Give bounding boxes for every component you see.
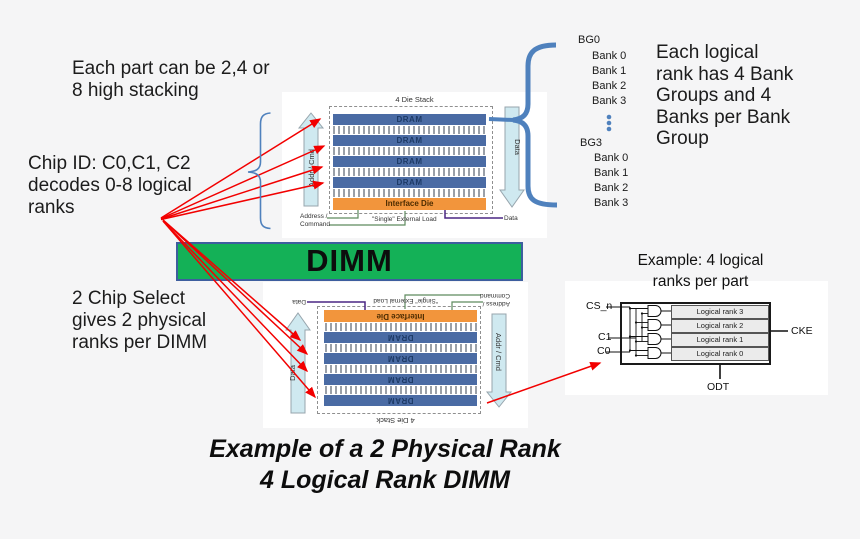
bg3-bank-item: Bank 0	[594, 152, 629, 164]
address-command-label-line1: Address /	[482, 300, 510, 307]
data-bus-label: Data	[292, 298, 306, 305]
addr-cmd-down-arrow	[485, 313, 513, 408]
tsv-bump-row	[324, 365, 477, 373]
c0-input-label: C0	[597, 345, 611, 357]
logical-rank-row: Logical rank 0	[671, 347, 769, 361]
slide-caption: Example of a 2 Physical Rank 4 Logical R…	[150, 434, 620, 496]
note-chip-select-line2: gives 2 physical	[72, 310, 207, 331]
bg3-bank-item: Bank 3	[594, 197, 629, 209]
top-die-stack-panel: 4 Die Stack DRAM DRAM DRAM DRAM Interfac…	[282, 92, 547, 238]
logical-rank-row: Logical rank 2	[671, 319, 769, 333]
data-up-arrow	[285, 312, 311, 414]
external-load-label: "Single" External Load	[372, 216, 437, 223]
bg0-bank-item: Bank 1	[592, 65, 627, 77]
logical-rank-row: Logical rank 3	[671, 305, 769, 319]
tsv-bump-row	[333, 168, 486, 176]
note-bank-groups: Each logical rank has 4 Bank Groups and …	[656, 42, 793, 150]
dram-die: DRAM	[333, 177, 486, 188]
addr-cmd-arrow-label: Addr / Cmd	[494, 333, 503, 371]
address-command-label: Address / Command	[300, 213, 330, 228]
die-stack-outline: DRAM DRAM DRAM DRAM Interface Die	[329, 106, 493, 214]
note-chip-id: Chip ID: C0,C1, C2 decodes 0-8 logical r…	[28, 153, 192, 219]
bg0-bank-item: Bank 2	[592, 80, 627, 92]
note-chip-select-line1: 2 Chip Select	[72, 288, 186, 309]
dram-die: DRAM	[333, 114, 486, 125]
csn-input-label: CS_n	[586, 300, 613, 312]
address-command-label-line2: Command	[480, 292, 510, 300]
note-bank-groups-line1: Each logical	[656, 42, 759, 63]
logic-example-heading-line2: ranks per part	[652, 273, 749, 290]
data-down-arrow	[499, 106, 525, 208]
bank-group-ellipsis	[606, 114, 612, 132]
die-stack-title: 4 Die Stack	[376, 416, 415, 425]
c1-input-label: C1	[598, 331, 612, 343]
cke-output-label: CKE	[791, 325, 813, 337]
addr-cmd-arrow-label: Addr / Cmd	[307, 149, 316, 187]
tsv-bump-row	[324, 344, 477, 352]
logical-rank-row: Logical rank 1	[671, 333, 769, 347]
address-command-label-line2: Command	[300, 220, 330, 228]
external-load-label: "Single" External Load	[373, 297, 438, 304]
tsv-bump-row	[333, 126, 486, 134]
dram-die: DRAM	[324, 353, 477, 364]
note-stacking: Each part can be 2,4 or 8 high stacking	[72, 58, 270, 102]
interface-die: Interface Die	[324, 310, 477, 322]
slide-caption-line2: 4 Logical Rank DIMM	[259, 466, 511, 494]
note-chip-select: 2 Chip Select gives 2 physical ranks per…	[72, 288, 207, 354]
address-command-label-line1: Address /	[300, 213, 328, 220]
note-chip-id-line2: decodes 0-8 logical	[28, 175, 192, 196]
slide-caption-line1: Example of a 2 Physical Rank	[209, 435, 561, 463]
bg0-bank-item: Bank 3	[592, 95, 627, 107]
tsv-bump-row	[324, 386, 477, 394]
die-stack-title: 4 Die Stack	[395, 95, 434, 104]
dram-die: DRAM	[324, 332, 477, 343]
left-brace	[247, 112, 271, 230]
bg3-bank-item: Bank 1	[594, 167, 629, 179]
dram-die: DRAM	[333, 135, 486, 146]
data-arrow-label: Data	[513, 139, 522, 156]
dram-die: DRAM	[324, 395, 477, 406]
note-chip-select-line3: ranks per DIMM	[72, 332, 208, 353]
rank-decoder-box: Logical rank 3 Logical rank 2 Logical ra…	[620, 302, 771, 365]
note-stacking-line1: Each part can be 2,4 or	[72, 58, 270, 79]
dram-die: DRAM	[324, 374, 477, 385]
note-bank-groups-line3: Groups and 4	[656, 85, 772, 106]
die-stack-outline: DRAM DRAM DRAM DRAM Interface Die	[317, 306, 481, 414]
odt-label: ODT	[707, 381, 730, 393]
bottom-die-stack-panel: 4 Die Stack DRAM DRAM DRAM DRAM Interfac…	[263, 282, 528, 428]
data-bus-label: Data	[504, 215, 518, 222]
bg3-bank-item: Bank 2	[594, 182, 629, 194]
dimm-bar: DIMM	[176, 242, 523, 281]
note-chip-id-line3: ranks	[28, 197, 75, 218]
address-command-label: Address / Command	[480, 292, 510, 308]
note-bank-groups-line5: Group	[656, 128, 709, 149]
note-stacking-line2: 8 high stacking	[72, 80, 199, 101]
bank-group-bg0-label: BG0	[578, 34, 601, 46]
bank-group-bg3-label: BG3	[580, 137, 603, 149]
tsv-bump-row	[333, 147, 486, 155]
dram-die: DRAM	[333, 156, 486, 167]
note-chip-id-line1: Chip ID: C0,C1, C2	[28, 153, 191, 174]
tsv-bump-row	[324, 323, 477, 331]
tsv-bump-row	[333, 189, 486, 197]
addr-cmd-up-arrow	[297, 112, 325, 207]
note-bank-groups-line4: Banks per Bank	[656, 106, 791, 128]
logic-example-heading-line1: Example: 4 logical	[637, 252, 764, 269]
note-bank-groups-line2: rank has 4 Bank	[656, 63, 794, 85]
bg0-bank-item: Bank 0	[592, 50, 627, 62]
data-arrow-label: Data	[288, 364, 297, 381]
logic-example-heading: Example: 4 logical ranks per part	[598, 250, 803, 292]
interface-die: Interface Die	[333, 198, 486, 210]
